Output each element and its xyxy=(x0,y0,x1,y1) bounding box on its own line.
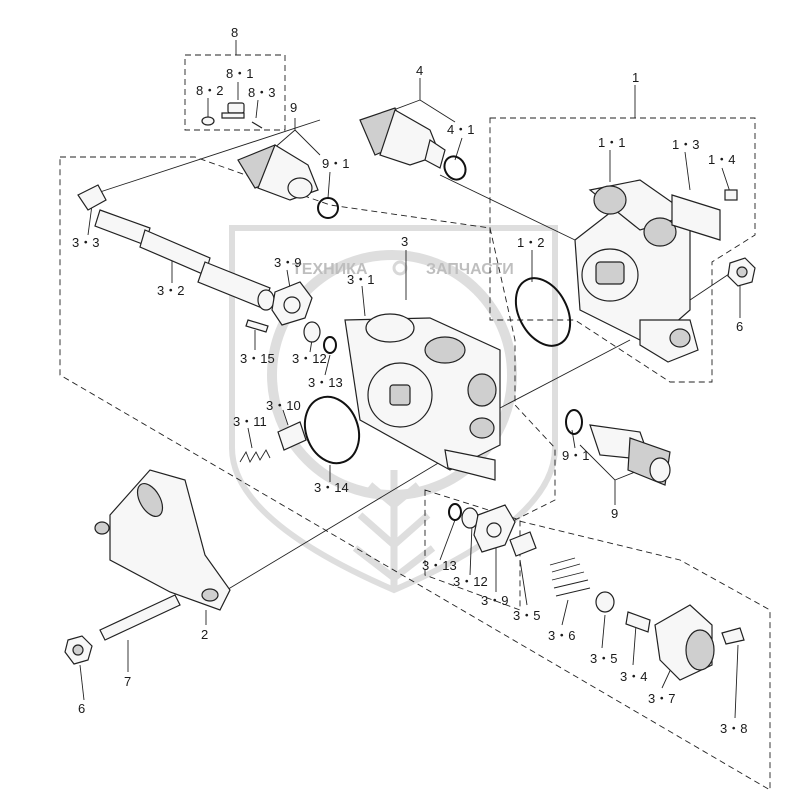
part-3-5-seat-b-icon xyxy=(595,591,615,613)
part-3-15-screw-icon xyxy=(245,319,269,333)
callout-labels: 8 8・1 8・2 8・3 4 4・1 1 1・1 1・3 1・4 9 9・1 … xyxy=(72,25,747,736)
gear-emblem-icon xyxy=(392,260,408,276)
part-9-relief-valve-icon xyxy=(237,144,339,219)
group-outline-8 xyxy=(184,54,286,131)
part-3-valve-body-icon xyxy=(344,313,501,481)
watermark: ТЕХНИКА ЗАПЧАСТИ xyxy=(229,225,558,594)
part-3-6-spring-icon xyxy=(549,557,591,597)
callout-3-11: 3・11 xyxy=(233,414,267,429)
watermark-text-left: ТЕХНИКА xyxy=(292,261,368,278)
callout-1-2: 1・2 xyxy=(517,235,544,250)
callout-3-2: 3・2 xyxy=(157,283,184,298)
watermark-text-right: ЗАПЧАСТИ xyxy=(426,261,514,278)
callout-3-7: 3・7 xyxy=(648,691,675,706)
part-8-bolt-icon xyxy=(201,102,263,129)
callout-3-9-top: 3・9 xyxy=(274,255,301,270)
callout-3-3: 3・3 xyxy=(72,235,99,250)
part-3-5-seat-a-icon xyxy=(509,531,537,557)
callout-9-1-bottom: 9・1 xyxy=(562,448,589,463)
part-9-relief-valve-bottom-icon xyxy=(565,409,671,486)
callout-3-4: 3・4 xyxy=(620,669,647,684)
watermark-shield-outline xyxy=(229,225,558,594)
part-3-13-oring-top-icon xyxy=(323,336,337,354)
callout-9-top: 9 xyxy=(290,100,297,115)
part-6-nut-left-icon xyxy=(64,635,93,665)
part-4-relief-valve-icon xyxy=(359,107,467,181)
part-3-10-plug-icon xyxy=(277,421,307,451)
part-3-7-cap-icon xyxy=(654,604,715,681)
callout-1-1: 1・1 xyxy=(598,135,625,150)
part-1-cover-block-icon xyxy=(574,179,738,363)
callout-3-5-b: 3・5 xyxy=(590,651,617,666)
part-3-12-seal-top-icon xyxy=(303,321,321,343)
callout-3: 3 xyxy=(401,234,408,249)
part-7-stud-bolt-icon xyxy=(99,594,181,641)
callout-2: 2 xyxy=(201,627,208,642)
group-outline-1 xyxy=(489,117,756,383)
part-3-9-gasket-bottom-icon xyxy=(473,504,516,553)
callout-3-13-bottom: 3・13 xyxy=(422,558,457,573)
callout-1: 1 xyxy=(632,70,639,85)
callout-3-1: 3・1 xyxy=(347,272,374,287)
callout-6-left: 6 xyxy=(78,701,85,716)
callout-1-4: 1・4 xyxy=(708,152,735,167)
callout-1-3: 1・3 xyxy=(672,137,699,152)
callout-9-1-top: 9・1 xyxy=(322,156,349,171)
callout-9-bottom: 9 xyxy=(611,506,618,521)
callout-8-3: 8・3 xyxy=(248,85,275,100)
callout-3-13-top: 3・13 xyxy=(308,375,343,390)
part-3-14-oring-icon xyxy=(303,395,361,465)
callout-4-1: 4・1 xyxy=(447,122,474,137)
callout-3-6: 3・6 xyxy=(548,628,575,643)
callout-6-right: 6 xyxy=(736,319,743,334)
group-outline-3 xyxy=(59,156,771,791)
callout-3-10: 3・10 xyxy=(266,398,301,413)
callout-8-1: 8・1 xyxy=(226,66,253,81)
callout-3-15: 3・15 xyxy=(240,351,275,366)
part-2-bracket-icon xyxy=(94,469,231,611)
part-3-8-screw-icon xyxy=(721,627,745,645)
callout-3-5-a: 3・5 xyxy=(513,608,540,623)
callout-7: 7 xyxy=(124,674,131,689)
callout-3-9-bottom: 3・9 xyxy=(481,593,508,608)
part-3-13-oring-bottom-icon xyxy=(448,503,462,521)
callout-8: 8 xyxy=(231,25,238,40)
part-3-2-spool-icon xyxy=(77,184,275,311)
callout-4: 4 xyxy=(416,63,423,78)
part-3-9-gasket-top-icon xyxy=(271,281,313,326)
part-1-2-oring-icon xyxy=(514,277,572,347)
callout-8-2: 8・2 xyxy=(196,83,223,98)
callout-3-14: 3・14 xyxy=(314,480,349,495)
callout-3-8: 3・8 xyxy=(720,721,747,736)
part-6-nut-right-icon xyxy=(727,257,756,287)
leader-lines xyxy=(79,40,741,719)
watermark-ring xyxy=(267,250,517,500)
part-3-11-spring-icon xyxy=(239,449,271,464)
callout-3-12-bottom: 3・12 xyxy=(453,574,488,589)
part-3-4-bolt-icon xyxy=(625,611,651,633)
callout-3-12-top: 3・12 xyxy=(292,351,327,366)
